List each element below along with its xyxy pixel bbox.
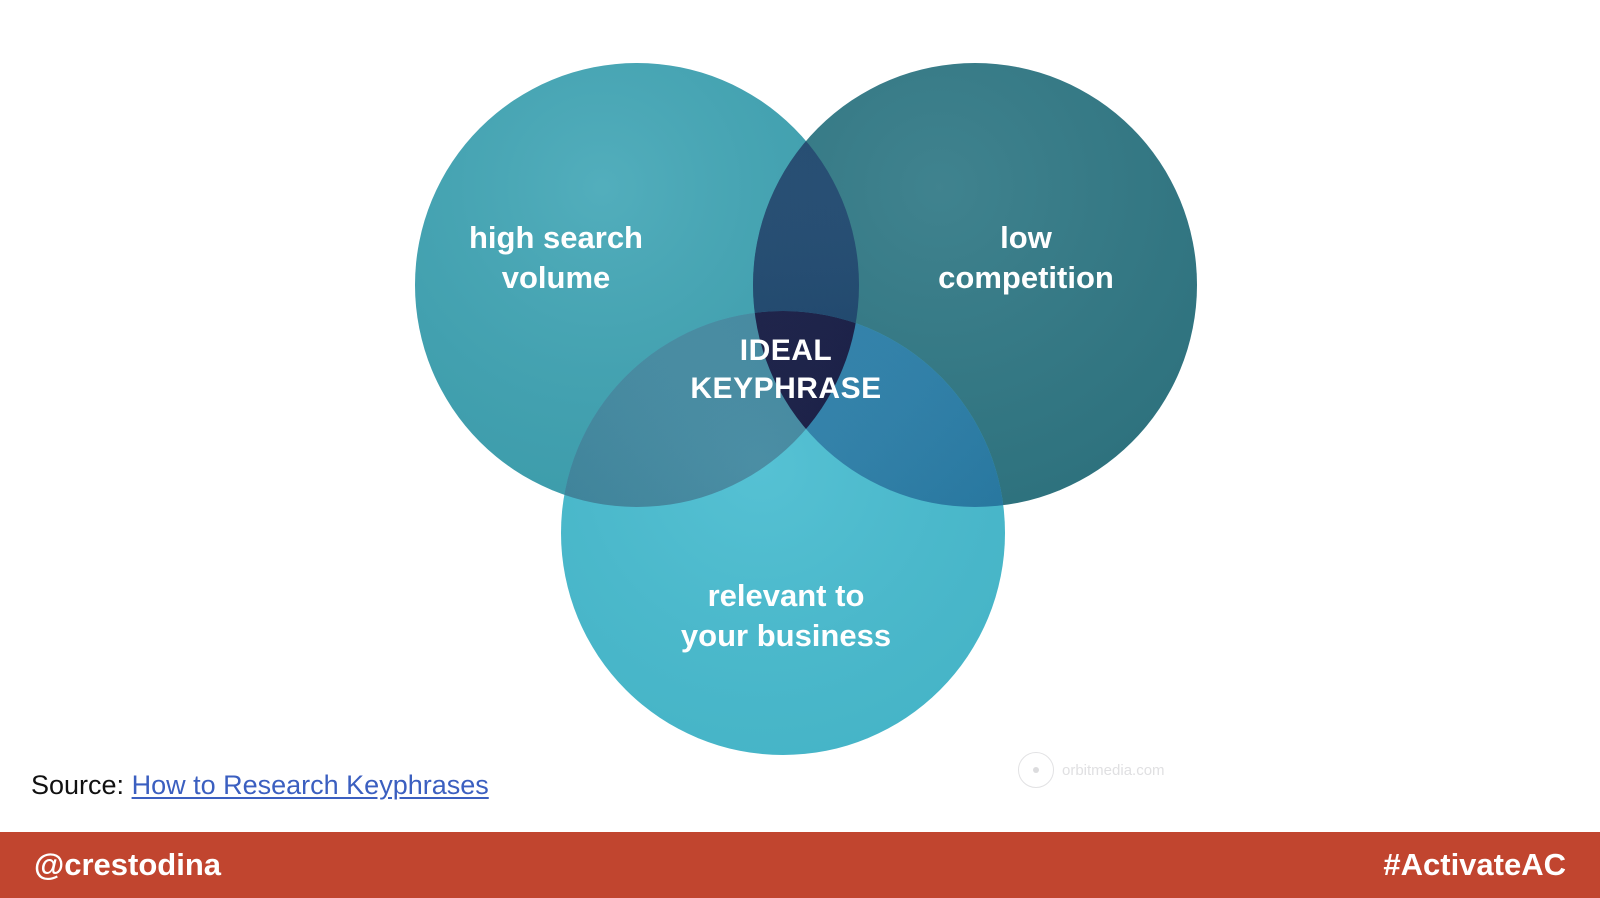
orbit-circle-icon bbox=[1018, 752, 1054, 788]
venn-diagram-svg: high search volume low competition relev… bbox=[415, 63, 1197, 755]
label-low-competition-line2: competition bbox=[938, 260, 1114, 295]
label-low-competition-line1: low bbox=[1000, 220, 1053, 255]
label-relevant-business-line2: your business bbox=[681, 618, 891, 653]
orbitmedia-watermark: orbitmedia.com bbox=[1018, 752, 1165, 788]
venn-label-ideal-keyphrase: IDEAL KEYPHRASE bbox=[690, 334, 881, 405]
venn-label-relevant-business: relevant to your business bbox=[681, 578, 891, 653]
footer-bar: @crestodina #ActivateAC bbox=[0, 832, 1600, 898]
label-relevant-business-line1: relevant to bbox=[708, 578, 865, 613]
label-high-search-volume-line2: volume bbox=[502, 260, 611, 295]
label-ideal-keyphrase-line1: IDEAL bbox=[740, 334, 833, 367]
source-link[interactable]: How to Research Keyphrases bbox=[131, 770, 489, 800]
twitter-handle[interactable]: @crestodina bbox=[34, 847, 221, 882]
venn-label-low-competition: low competition bbox=[938, 220, 1114, 295]
venn-label-high-search-volume: high search volume bbox=[469, 220, 643, 295]
event-hashtag[interactable]: #ActivateAC bbox=[1383, 847, 1566, 882]
source-label: Source: bbox=[31, 770, 125, 800]
label-high-search-volume-line1: high search bbox=[469, 220, 643, 255]
label-ideal-keyphrase-line2: KEYPHRASE bbox=[690, 372, 881, 405]
source-line: Source: How to Research Keyphrases bbox=[31, 770, 489, 801]
venn-shading-c bbox=[561, 311, 1005, 755]
orbitmedia-watermark-text: orbitmedia.com bbox=[1062, 761, 1165, 779]
venn-diagram: high search volume low competition relev… bbox=[415, 63, 1197, 755]
